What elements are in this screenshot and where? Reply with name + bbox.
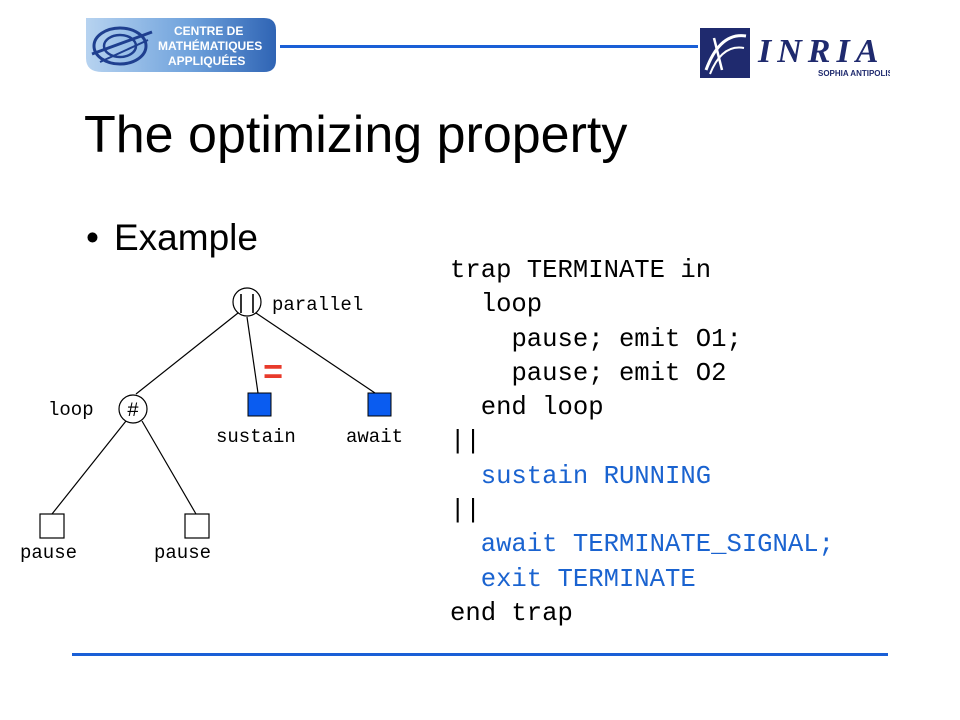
code-listing: trap TERMINATE in loop pause; emit O1; paus…: [450, 254, 834, 631]
loop-node-symbol: #: [127, 400, 139, 423]
code-line: end trap: [450, 598, 573, 628]
pause-node-right: [184, 513, 210, 539]
loop-node-label: loop: [48, 399, 94, 421]
cma-logo-line-3: APPLIQUÉES: [168, 53, 245, 68]
footer-rule: [72, 653, 888, 656]
sustain-node: [247, 392, 272, 417]
edge-loop-pause-right: [141, 420, 197, 515]
cma-logo-line-1: CENTRE DE: [174, 24, 243, 38]
pause-left-label: pause: [20, 542, 77, 564]
code-line: ||: [450, 496, 481, 526]
page-title: The optimizing property: [84, 106, 628, 164]
code-line: ||: [450, 427, 481, 457]
header-rule: [280, 45, 698, 48]
bullet-text: Example: [114, 217, 258, 258]
code-line: await TERMINATE_SIGNAL;: [480, 530, 834, 560]
syntax-tree-diagram: || parallel = # loop sustain await pause…: [20, 287, 403, 564]
await-node: [367, 392, 392, 417]
code-line: pause; emit O2: [511, 358, 727, 388]
equals-mark: =: [263, 353, 283, 391]
cma-logo: CENTRE DE MATHÉMATIQUES APPLIQUÉES: [78, 14, 278, 76]
edge-root-sustain: [246, 316, 259, 394]
code-line: pause; emit O1;: [511, 324, 742, 354]
inria-logo-graphic: INRIA SOPHIA ANTIPOLIS: [700, 28, 894, 78]
code-line: end loop: [480, 393, 604, 423]
loop-node: [118, 394, 148, 424]
edge-root-await: [255, 312, 376, 394]
inria-subtitle: SOPHIA ANTIPOLIS: [818, 69, 890, 78]
root-node-label: parallel: [272, 294, 363, 316]
cma-logo-line-2: MATHÉMATIQUES: [158, 38, 262, 53]
pause-node-left: [39, 513, 65, 539]
edge-root-loop: [135, 312, 239, 395]
bullet-item: • Example: [86, 214, 258, 262]
code-line: loop: [480, 290, 543, 320]
inria-logo: INRIA SOPHIA ANTIPOLIS: [700, 26, 894, 82]
pause-right-label: pause: [154, 542, 211, 564]
await-node-label: await: [346, 426, 403, 448]
root-parallel-node: [232, 287, 262, 317]
edge-loop-pause-left: [51, 420, 127, 515]
bullet-symbol: •: [86, 217, 99, 258]
root-node-symbol: ||: [235, 293, 259, 316]
inria-wordmark: INRIA: [757, 33, 884, 70]
cma-logo-graphic: CENTRE DE MATHÉMATIQUES APPLIQUÉES: [86, 18, 276, 72]
code-line: exit TERMINATE: [480, 564, 696, 594]
code-line: sustain RUNNING: [480, 461, 712, 491]
code-line: trap TERMINATE in: [450, 256, 712, 285]
sustain-node-label: sustain: [216, 426, 296, 448]
